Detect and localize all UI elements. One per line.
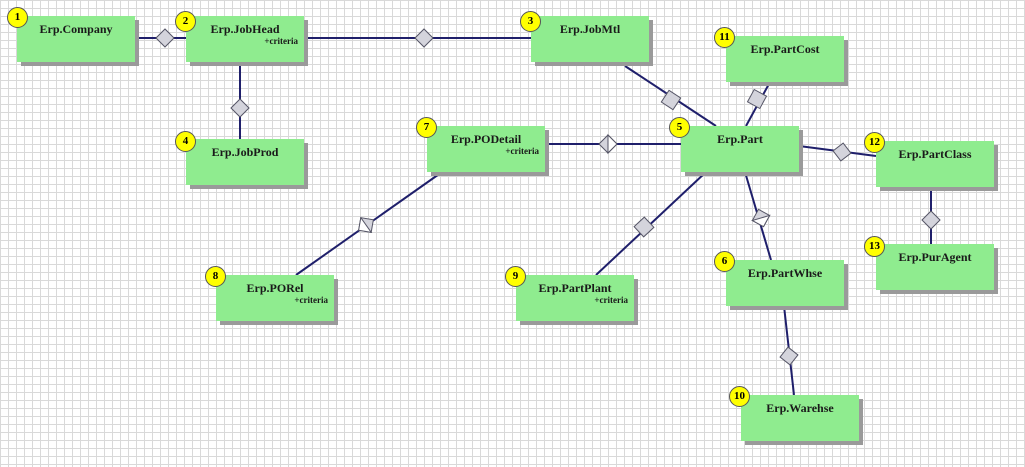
link-connector-2-3 <box>414 28 434 48</box>
table-node-partplant[interactable]: Erp.PartPlant +criteria <box>516 275 634 321</box>
link-line-5-9 <box>595 171 707 276</box>
link-connector-2-4 <box>230 98 250 118</box>
table-node-partwhse[interactable]: Erp.PartWhse <box>726 260 844 306</box>
table-node-jobhead[interactable]: Erp.JobHead +criteria <box>186 16 304 62</box>
table-node-partclass[interactable]: Erp.PartClass <box>876 141 994 187</box>
node-number-badge: 13 <box>864 236 885 257</box>
table-node-part[interactable]: Erp.Part <box>681 126 799 172</box>
node-number-badge: 2 <box>175 11 196 32</box>
node-number-badge: 4 <box>175 131 196 152</box>
node-criteria: +criteria <box>294 295 328 305</box>
table-node-partcost[interactable]: Erp.PartCost <box>726 36 844 82</box>
node-title: Erp.Warehse <box>766 401 834 415</box>
table-node-puragent[interactable]: Erp.PurAgent <box>876 244 994 290</box>
table-node-porel[interactable]: Erp.PORel +criteria <box>216 275 334 321</box>
node-title: Erp.PartClass <box>898 147 972 161</box>
link-connector-12-13 <box>921 210 941 230</box>
link-connector-5-9 <box>633 216 655 238</box>
table-node-company[interactable]: Erp.Company <box>17 16 135 62</box>
table-node-jobprod[interactable]: Erp.JobProd <box>186 139 304 185</box>
node-criteria: +criteria <box>505 146 539 156</box>
node-number-badge: 3 <box>520 11 541 32</box>
link-connector-half-5-6 <box>751 214 771 228</box>
table-node-podetail[interactable]: Erp.PODetail +criteria <box>427 126 545 172</box>
link-connector-5-12 <box>832 142 852 162</box>
node-title: Erp.PurAgent <box>898 250 972 264</box>
node-number-badge: 6 <box>714 251 735 272</box>
node-title: Erp.JobHead <box>210 22 280 36</box>
node-title: Erp.PODetail <box>450 132 522 146</box>
node-title: Erp.PORel <box>246 281 304 295</box>
link-connector-1-2 <box>155 28 175 48</box>
node-number-badge: 7 <box>416 117 437 138</box>
node-title: Erp.PartCost <box>750 42 820 56</box>
link-connector-half-7-8 <box>358 216 373 234</box>
node-title: Erp.PartPlant <box>538 281 612 295</box>
link-connector-6-10 <box>779 346 799 366</box>
node-title: Erp.Company <box>39 22 113 36</box>
table-node-warehse[interactable]: Erp.Warehse <box>741 395 859 441</box>
node-title: Erp.Part <box>717 132 763 146</box>
node-number-badge: 10 <box>729 386 750 407</box>
node-title: Erp.JobMtl <box>559 22 621 36</box>
node-number-badge: 9 <box>505 266 526 287</box>
link-connector-3-5 <box>660 89 682 111</box>
node-number-badge: 8 <box>205 266 226 287</box>
node-criteria: +criteria <box>264 36 298 46</box>
node-title: Erp.JobProd <box>211 145 279 159</box>
node-number-badge: 5 <box>669 117 690 138</box>
link-connector-half-7-5 <box>607 133 618 155</box>
node-criteria: +criteria <box>594 295 628 305</box>
table-node-jobmtl[interactable]: Erp.JobMtl <box>531 16 649 62</box>
link-connector-5-11 <box>746 88 768 110</box>
node-title: Erp.PartWhse <box>747 266 823 280</box>
node-number-badge: 1 <box>7 7 28 28</box>
node-number-badge: 11 <box>714 27 735 48</box>
node-number-badge: 12 <box>864 132 885 153</box>
